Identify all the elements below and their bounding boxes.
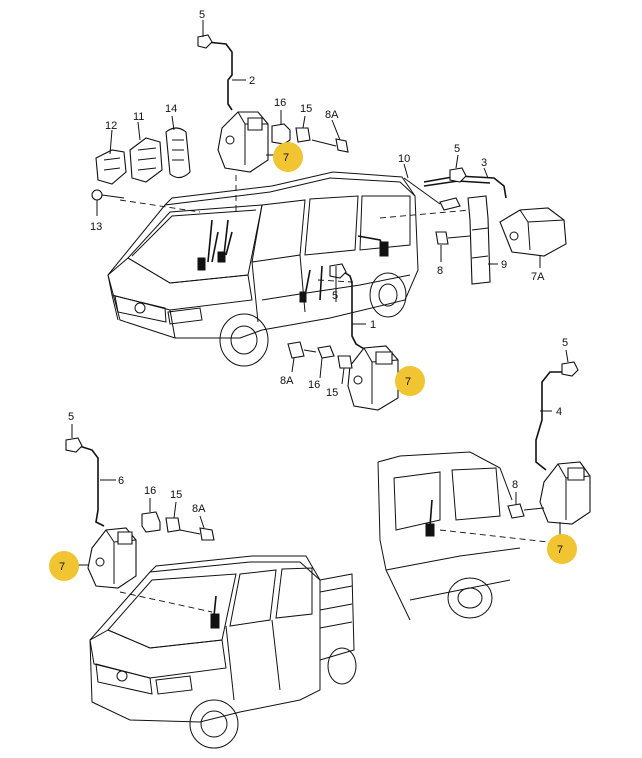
label-5: 5 xyxy=(199,9,205,21)
rod-3 xyxy=(423,175,507,199)
bushing-16-mid xyxy=(317,345,335,359)
screw-8A-bl xyxy=(179,527,215,541)
label-7A: 7A xyxy=(531,271,545,283)
seal-14 xyxy=(165,127,191,179)
screw-8-br xyxy=(507,503,545,519)
pickup-doublecab xyxy=(89,555,357,749)
label-8A: 8A xyxy=(280,375,294,387)
label-8: 8 xyxy=(437,265,443,277)
screw-13 xyxy=(91,189,125,201)
badge-7-bl xyxy=(49,551,79,581)
washer-15-mid xyxy=(337,355,353,369)
cable-10 xyxy=(403,177,461,211)
screw-8-right xyxy=(435,231,471,245)
actuator-7-br xyxy=(539,461,591,525)
badge-7-br xyxy=(547,534,577,564)
label-14: 14 xyxy=(165,103,177,115)
bracket-9 xyxy=(467,195,491,285)
label-15: 15 xyxy=(300,103,312,115)
label-16: 16 xyxy=(274,97,286,109)
rod-1 xyxy=(343,271,367,351)
label-5: 5 xyxy=(454,143,460,155)
label-8A: 8A xyxy=(192,503,206,515)
leader-lines xyxy=(71,20,569,566)
rod-2 xyxy=(206,41,233,111)
screw-8A-top xyxy=(311,138,349,153)
clip-5-bl xyxy=(65,437,83,453)
label-15: 15 xyxy=(326,387,338,399)
clip-5-right xyxy=(449,167,467,183)
label-15: 15 xyxy=(170,489,182,501)
clip-5-top xyxy=(197,28,213,49)
label-4: 4 xyxy=(556,406,562,418)
label-13: 13 xyxy=(90,221,102,233)
screw-8A-mid xyxy=(287,341,317,359)
label-1: 1 xyxy=(370,319,376,331)
label-12: 12 xyxy=(105,120,117,132)
label-5: 5 xyxy=(68,411,74,423)
actuator-7-bl xyxy=(87,527,137,589)
lock-part-12 xyxy=(95,149,127,185)
bushing-16-top xyxy=(271,123,291,145)
label-11: 11 xyxy=(133,111,144,123)
rod-6 xyxy=(75,444,105,527)
part-labels: 5 2 16 15 8A 7 11 14 12 13 10 5 3 8 9 7A… xyxy=(59,9,568,573)
label-8A: 8A xyxy=(325,109,339,121)
washer-15-top xyxy=(295,127,311,143)
label-6: 6 xyxy=(118,475,124,487)
actuator-7A xyxy=(499,207,567,257)
clip-5-br xyxy=(561,361,579,377)
badge-7-top xyxy=(273,142,303,172)
clip-5-mid xyxy=(329,263,347,279)
label-16: 16 xyxy=(144,485,156,497)
rod-4 xyxy=(535,371,566,471)
label-5: 5 xyxy=(562,337,568,349)
washer-15-bl xyxy=(165,517,181,533)
label-7: 7 xyxy=(59,561,65,573)
van-main xyxy=(107,171,471,367)
actuator-7-top xyxy=(217,111,269,173)
label-3: 3 xyxy=(481,157,487,169)
label-7: 7 xyxy=(405,376,411,388)
label-16: 16 xyxy=(308,379,320,391)
label-8: 8 xyxy=(512,479,518,491)
badge-7-mid xyxy=(395,366,425,396)
bushing-16-bl xyxy=(141,511,161,533)
label-2: 2 xyxy=(249,75,255,87)
actuator-7-mid xyxy=(347,345,399,411)
label-7: 7 xyxy=(283,152,289,164)
lock-part-11 xyxy=(129,137,163,183)
label-7: 7 xyxy=(557,544,563,556)
label-9: 9 xyxy=(501,259,507,271)
van-rear-detail xyxy=(377,451,549,621)
label-10: 10 xyxy=(398,153,410,165)
label-5: 5 xyxy=(332,290,338,302)
